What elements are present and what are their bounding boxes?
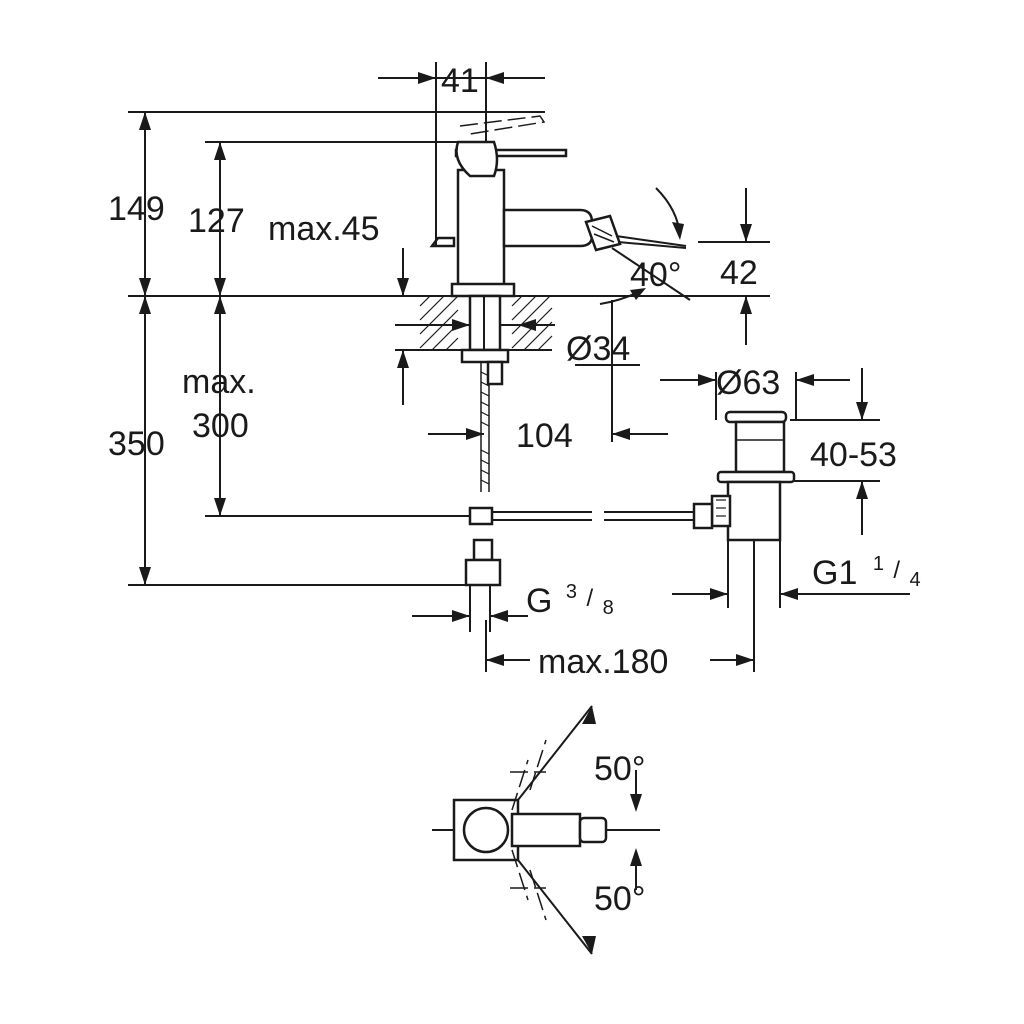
label-g114: G1 1 / 4 bbox=[812, 540, 921, 592]
label-max300-line2: 300 bbox=[192, 407, 249, 445]
label-g114-slash: / bbox=[893, 557, 900, 584]
dim-max45 bbox=[397, 248, 409, 405]
label-g38-slash: / bbox=[586, 585, 593, 612]
dim-149 bbox=[139, 112, 151, 585]
mounting-shank bbox=[460, 294, 510, 492]
dim-max180 bbox=[485, 540, 755, 672]
label-g38-num: 3 bbox=[566, 581, 577, 603]
label-max300-line1: max. bbox=[182, 363, 256, 401]
label-104: 104 bbox=[516, 417, 573, 455]
label-g38: G 3 / 8 bbox=[526, 568, 614, 620]
label-g114-main: G1 bbox=[812, 554, 857, 592]
label-42: 42 bbox=[720, 254, 758, 292]
label-41: 41 bbox=[441, 62, 479, 100]
label-350: 350 bbox=[108, 425, 165, 463]
label-g38-den: 8 bbox=[603, 597, 614, 619]
label-max180: max.180 bbox=[538, 643, 668, 681]
label-g38-main: G bbox=[526, 582, 552, 620]
label-40-53: 40-53 bbox=[810, 436, 897, 474]
top-view bbox=[432, 705, 660, 955]
angle-40-marker bbox=[599, 187, 691, 305]
label-g114-den: 4 bbox=[910, 569, 921, 591]
label-127: 127 bbox=[188, 202, 245, 240]
dim-41 bbox=[378, 62, 545, 230]
dim-42 bbox=[740, 188, 752, 345]
pull-rod bbox=[460, 506, 694, 600]
reference-lines bbox=[128, 111, 880, 586]
label-angle-50-bottom: 50° bbox=[594, 880, 645, 918]
label-dia34: Ø34 bbox=[566, 330, 630, 368]
label-dia63: Ø63 bbox=[716, 364, 780, 402]
dim-g114 bbox=[672, 540, 910, 608]
dim-127 bbox=[214, 142, 226, 516]
dim-104 bbox=[428, 300, 668, 442]
label-g114-num: 1 bbox=[873, 553, 884, 575]
pop-up-waste bbox=[692, 410, 796, 542]
label-149: 149 bbox=[108, 190, 165, 228]
mixer-body bbox=[429, 115, 687, 298]
label-max45: max.45 bbox=[268, 210, 380, 248]
dim-dia63 bbox=[660, 372, 850, 420]
label-angle-50-top: 50° bbox=[594, 750, 645, 788]
label-angle-40: 40° bbox=[630, 256, 681, 294]
dim-g38 bbox=[412, 585, 528, 632]
dim-40-53 bbox=[856, 368, 868, 535]
